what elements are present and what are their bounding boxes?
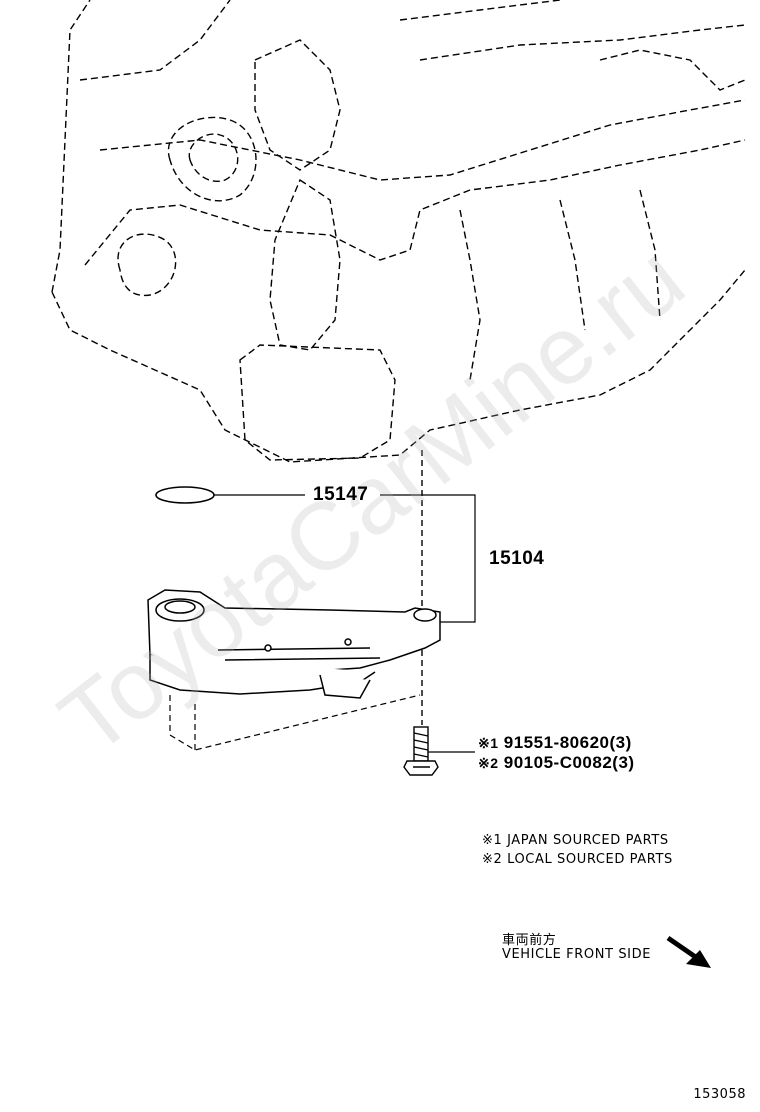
note-japan-sourced: ※1 JAPAN SOURCED PARTS	[482, 833, 669, 848]
arrow-down-right-icon	[666, 935, 711, 968]
callout-15104: 15104	[489, 548, 545, 569]
bolt-icon	[403, 726, 439, 776]
part-number-japan: 91551-80620(3)	[503, 733, 632, 752]
mark-2: ※2	[478, 755, 499, 771]
oil-strainer-15104	[147, 589, 441, 699]
callout-bolt-local: ※2 90105-C0082(3)	[478, 753, 635, 773]
callout-15147: 15147	[313, 484, 369, 505]
leader-strainer-bracket	[380, 494, 476, 623]
part-number-local: 90105-C0082(3)	[503, 753, 635, 772]
direction-label-en: VEHICLE FRONT SIDE	[502, 947, 652, 962]
callout-bolt-japan: ※1 91551-80620(3)	[478, 733, 632, 753]
note-local-sourced: ※2 LOCAL SOURCED PARTS	[482, 852, 673, 867]
mark-1: ※1	[478, 735, 499, 751]
oring-15147	[155, 486, 215, 504]
diagram-id: 153058	[693, 1087, 746, 1102]
direction-label-jp: 車両前方	[502, 933, 557, 948]
engine-block-outline	[51, 0, 746, 463]
strainer-projection	[169, 694, 421, 751]
